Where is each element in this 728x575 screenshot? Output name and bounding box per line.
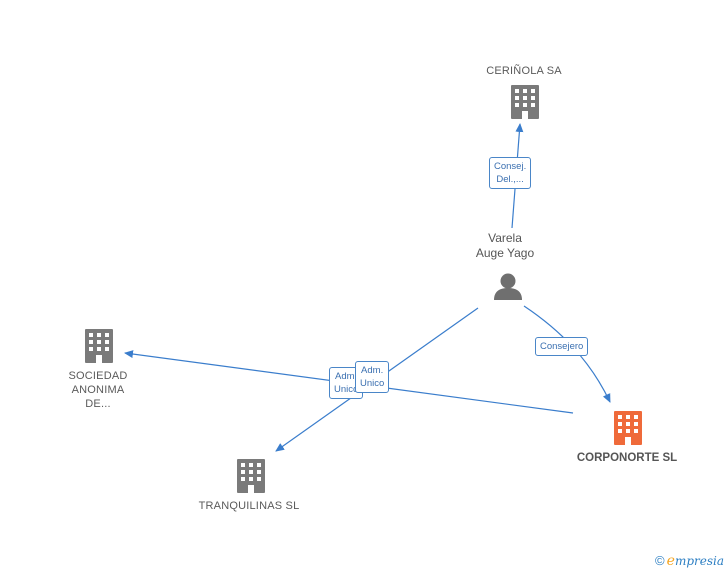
edge-label-adm-unico-tranquilinas[interactable]: Adm. Unico xyxy=(355,361,390,393)
sociedad-label-line2: ANONIMA xyxy=(71,384,125,396)
corponorte-building-icon[interactable] xyxy=(614,411,642,445)
tranquilinas-label[interactable]: TRANQUILINAS SL xyxy=(198,500,300,512)
copyright-icon: © xyxy=(655,553,665,568)
edge-label-consej-del[interactable]: Consej. Del.,... xyxy=(489,157,532,189)
edge-label-adm-unico-sociedad-line1: Adm. xyxy=(335,371,358,382)
edge-label-adm-unico-sociedad-line2: Unico xyxy=(334,384,359,395)
tranquilinas-building-icon[interactable] xyxy=(237,459,265,493)
edge-label-adm-unico-tranquilinas-line1: Adm. xyxy=(361,365,384,376)
cerinola-label[interactable]: CERIÑOLA SA xyxy=(486,65,562,77)
edge-label-adm-unico-tranquilinas-line2: Unico xyxy=(360,378,385,389)
empresia-brand: ©empresia xyxy=(655,553,724,569)
cerinola-building-icon[interactable] xyxy=(511,85,539,119)
sociedad-label-line3: DE... xyxy=(85,398,111,410)
edge-label-consej-del-line2: Del.,... xyxy=(496,174,524,185)
sociedad-label-line1: SOCIEDAD xyxy=(68,370,128,382)
sociedad-building-icon[interactable] xyxy=(85,329,113,363)
person-icon[interactable] xyxy=(494,273,522,301)
person-name-line1: Varela xyxy=(488,231,522,245)
person-name-line2: Auge Yago xyxy=(475,246,535,260)
corponorte-label[interactable]: CORPONORTE SL xyxy=(576,452,678,464)
brand-name: mpresia xyxy=(674,554,724,568)
edge-label-consejero[interactable]: Consejero xyxy=(535,337,589,356)
person-name-label[interactable]: Varela Auge Yago xyxy=(455,231,555,261)
sociedad-label[interactable]: SOCIEDAD ANONIMA DE... xyxy=(48,369,148,411)
brand-e: e xyxy=(666,553,675,569)
edge-label-consej-del-line1: Consej. xyxy=(494,161,527,172)
